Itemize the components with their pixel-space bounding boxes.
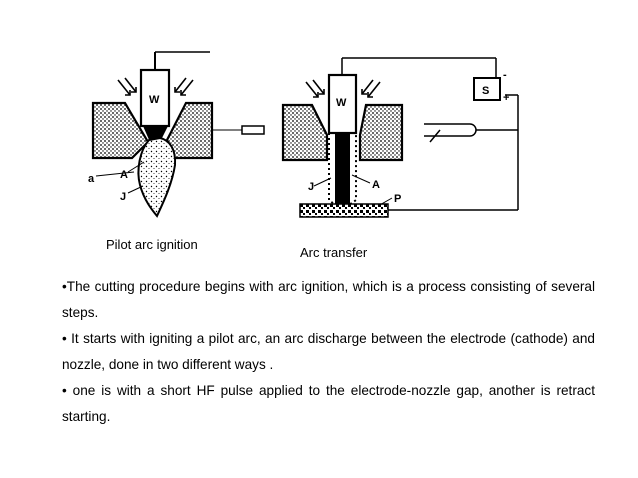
bullet-1: •The cutting procedure begins with arc i… (62, 279, 595, 320)
pilot-nozzle-left (91, 101, 150, 160)
transfer-arc-column (335, 133, 350, 205)
power-source (473, 77, 501, 101)
transfer-label-A: A (372, 179, 380, 191)
pilot-label-J: J (120, 191, 126, 203)
bullet-2: • It starts with igniting a pilot arc, a… (62, 331, 595, 372)
pilot-nozzle-right (164, 101, 214, 160)
pilot-label-A: A (120, 169, 128, 181)
transfer-electrode-label: W (336, 97, 347, 109)
pilot-arc-figure: W a A J (88, 51, 265, 218)
transfer-label-P: P (394, 193, 401, 205)
pilot-label-a: a (88, 173, 95, 185)
plasma-arc-diagram: W a A J (88, 51, 519, 218)
pilot-gas-arrows (117, 77, 194, 96)
arc-transfer-figure: S - + W J A P (281, 57, 519, 218)
caption-arc-transfer: Arc transfer (300, 245, 368, 260)
bullet-3: • one is with a short HF pulse applied t… (62, 383, 595, 424)
caption-pilot-arc-ignition: Pilot arc ignition (106, 237, 198, 252)
pilot-electrode-label: W (149, 94, 160, 106)
body-text: •The cutting procedure begins with arc i… (62, 274, 595, 430)
polarity-positive: + (503, 92, 509, 104)
polarity-negative: - (503, 69, 507, 81)
transfer-label-J: J (308, 181, 314, 193)
transfer-gas-arrows (305, 79, 381, 98)
transfer-nozzle-left (281, 103, 329, 162)
pilot-arc-cone (137, 136, 177, 218)
transfer-nozzle-right (358, 103, 404, 162)
workpiece (299, 203, 389, 218)
power-source-label: S (482, 85, 489, 97)
transfer-electrode (327, 73, 358, 135)
